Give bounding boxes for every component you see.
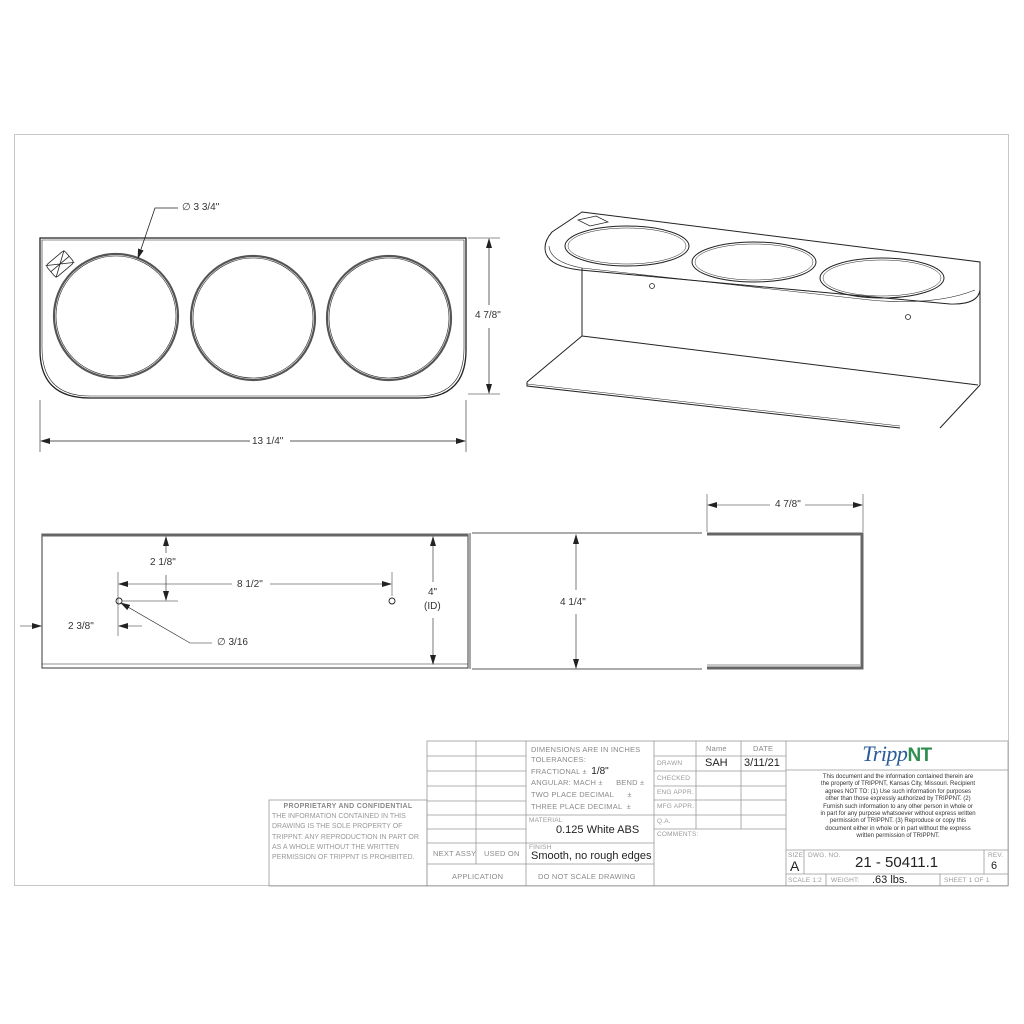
logo-emboss-iso-icon bbox=[576, 215, 610, 227]
tripp-logo-emboss-icon bbox=[45, 250, 75, 278]
drawn-name: SAH bbox=[705, 757, 728, 769]
application-label: APPLICATION bbox=[452, 872, 504, 881]
dwg-no-value: 21 - 50411.1 bbox=[855, 854, 939, 871]
side-view-depth-label: 4 7/8" bbox=[775, 499, 801, 510]
three-place-symbol: ± bbox=[626, 801, 632, 811]
two-place-symbol: ± bbox=[627, 790, 632, 800]
tolerances-block: DIMENSIONS ARE IN INCHES TOLERANCES: FRA… bbox=[531, 745, 653, 812]
two-place-label: TWO PLACE DECIMAL bbox=[531, 790, 614, 800]
size-label: SIZE bbox=[788, 852, 804, 859]
finish-value: Smooth, no rough edges bbox=[531, 850, 652, 862]
tolerance-header: TOLERANCES: bbox=[531, 754, 586, 764]
used-on-label: USED ON bbox=[484, 849, 520, 858]
fractional-label: FRACTIONAL ± bbox=[531, 766, 587, 776]
front-view-edge-offset-label: 2 3/8" bbox=[68, 621, 94, 632]
next-assy-label: NEXT ASSY bbox=[433, 849, 477, 858]
drawn-label: DRAWN bbox=[657, 760, 683, 767]
front-view-mount-hole-label: ∅ 3/16 bbox=[217, 637, 248, 648]
top-view bbox=[39, 207, 500, 452]
size-value: A bbox=[790, 858, 800, 874]
tolerance-units: DIMENSIONS ARE IN INCHES bbox=[531, 745, 641, 754]
proprietary-body: THE INFORMATION CONTAINED IN THIS DRAWIN… bbox=[272, 813, 419, 862]
side-view-height-label: 4 1/4" bbox=[560, 597, 586, 608]
angular-label: ANGULAR: MACH ± bbox=[531, 778, 603, 788]
eng-appr-label: ENG APPR. bbox=[657, 789, 694, 796]
company-logo: TrippNT bbox=[786, 741, 1008, 770]
logo-text-main: Tripp bbox=[862, 741, 908, 766]
three-place-label: THREE PLACE DECIMAL bbox=[531, 801, 623, 811]
scale-label: SCALE 1:2 bbox=[788, 877, 822, 884]
finish-label: FINISH bbox=[529, 844, 552, 851]
do-not-scale-note: DO NOT SCALE DRAWING bbox=[538, 872, 636, 881]
material-value: 0.125 White ABS bbox=[556, 824, 640, 836]
side-view bbox=[469, 494, 864, 670]
name-header: Name bbox=[706, 744, 727, 753]
logo-text-accent: NT bbox=[907, 745, 932, 766]
checked-label: CHECKED bbox=[657, 775, 691, 782]
mfg-appr-label: MFG APPR. bbox=[657, 803, 695, 810]
proprietary-notice: PROPRIETARY AND CONFIDENTIAL THE INFORMA… bbox=[270, 803, 426, 863]
top-view-hole-diameter-label: ∅ 3 3/4" bbox=[182, 202, 220, 213]
proprietary-title: PROPRIETARY AND CONFIDENTIAL bbox=[283, 803, 413, 810]
fractional-value: 1/8" bbox=[591, 765, 609, 777]
bend-label: BEND ± bbox=[616, 778, 645, 788]
date-header: DATE bbox=[753, 744, 774, 753]
isometric-view bbox=[526, 211, 981, 429]
front-view bbox=[20, 533, 469, 669]
rev-value: 6 bbox=[991, 860, 998, 872]
sheet-label: SHEET 1 OF 1 bbox=[944, 877, 990, 884]
drawn-date: 3/11/21 bbox=[744, 757, 780, 769]
dwg-no-label: DWG. NO. bbox=[808, 852, 841, 859]
weight-label: WEIGHT: bbox=[831, 877, 860, 884]
drawing-sheet-frame bbox=[14, 134, 1009, 886]
qa-label: Q.A. bbox=[657, 818, 671, 825]
front-view-hole-spacing-label: 8 1/2" bbox=[237, 579, 263, 590]
top-view-width-label: 13 1/4" bbox=[252, 436, 284, 447]
front-view-inner-height-label: 4" bbox=[428, 587, 438, 598]
ownership-notice: This document and the information contai… bbox=[820, 774, 976, 840]
title-block-grid bbox=[268, 740, 1009, 887]
material-label: MATERIAL bbox=[529, 817, 563, 824]
front-view-inner-height-note: (ID) bbox=[424, 601, 441, 612]
rev-label: REV. bbox=[988, 852, 1004, 859]
weight-value: .63 lbs. bbox=[872, 874, 908, 886]
front-view-hole-offset-label: 2 1/8" bbox=[150, 557, 176, 568]
comments-label: COMMENTS: bbox=[657, 831, 699, 838]
top-view-depth-label: 4 7/8" bbox=[475, 310, 501, 321]
